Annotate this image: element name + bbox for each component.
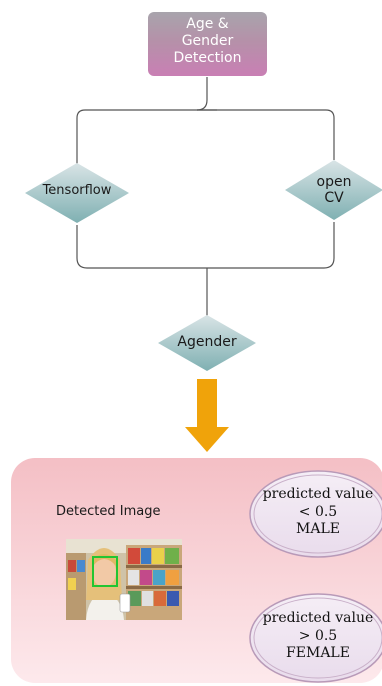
down-arrow xyxy=(185,379,229,452)
opencv-line-1: open xyxy=(316,174,352,190)
agender-text: Agender xyxy=(177,334,237,350)
tensorflow-text: Tensorflow xyxy=(42,183,112,198)
female-label: predicted value > 0.5 FEMALE xyxy=(256,610,380,663)
male-line-3: MALE xyxy=(296,521,340,537)
title-stem xyxy=(196,77,208,111)
agender-diamond xyxy=(158,315,256,371)
title-box: Age & Gender Detection xyxy=(148,12,267,76)
female-line-2: > 0.5 xyxy=(298,627,338,644)
top-branch-right xyxy=(197,109,335,160)
tensorflow-label: Tensorflow xyxy=(27,183,127,199)
opencv-line-2: CV xyxy=(324,190,344,207)
tensorflow-diamond xyxy=(25,163,129,223)
face-detection-box xyxy=(92,556,118,587)
male-line-1: predicted value xyxy=(262,486,374,502)
title-line-3: Detection xyxy=(173,49,242,66)
male-line-2: < 0.5 xyxy=(298,503,338,520)
detected-photo xyxy=(66,539,182,620)
male-ellipse-inner xyxy=(253,474,382,554)
agender-label: Agender xyxy=(167,334,247,350)
female-line-1: predicted value xyxy=(262,610,374,626)
detected-image-label: Detected Image xyxy=(56,504,161,519)
female-line-3: FEMALE xyxy=(286,645,350,661)
left-down xyxy=(76,222,335,269)
female-ellipse xyxy=(249,593,382,683)
title-line-1: Age & xyxy=(186,16,229,32)
title-line-2: Gender xyxy=(181,32,234,49)
opencv-label: open CV xyxy=(299,174,369,206)
male-label: predicted value < 0.5 MALE xyxy=(256,486,380,539)
top-branch xyxy=(76,109,217,165)
opencv-diamond xyxy=(285,160,382,220)
male-ellipse xyxy=(249,470,382,558)
title-label: Age & Gender Detection xyxy=(148,16,267,66)
female-ellipse-inner xyxy=(253,597,382,679)
